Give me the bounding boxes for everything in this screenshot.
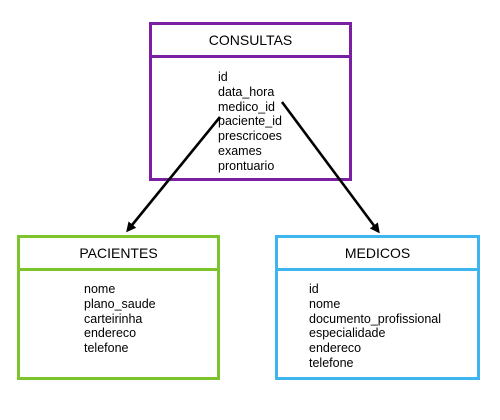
field-item: nome — [309, 296, 341, 311]
field-item: plano_saude — [84, 296, 156, 311]
field-item: exames — [218, 143, 262, 158]
field-item: prescricoes — [218, 129, 282, 144]
field-list-pacientes: nome plano_saude carteirinha endereco te… — [84, 282, 156, 356]
field-item: documento_profissional — [309, 311, 442, 326]
field-item: prontuario — [218, 158, 275, 173]
entity-title-consultas: CONSULTAS — [152, 25, 349, 58]
field-item: id — [309, 282, 319, 296]
field-list-medicos: id nome documento_profissional especiali… — [309, 282, 441, 371]
field-item: id — [218, 70, 228, 84]
field-item: telefone — [84, 341, 129, 356]
entity-title-medicos: MEDICOS — [278, 238, 477, 271]
field-item: data_hora — [218, 84, 275, 99]
field-item: especialidade — [309, 326, 386, 341]
entity-consultas: CONSULTAS id data_hora medico_id pacient… — [149, 22, 352, 181]
field-item: endereco — [84, 326, 137, 341]
entity-pacientes: PACIENTES nome plano_saude carteirinha e… — [17, 235, 220, 380]
field-item: paciente_id — [218, 114, 282, 129]
field-item: carteirinha — [84, 311, 143, 326]
field-list-consultas: id data_hora medico_id paciente_id presc… — [218, 70, 282, 174]
entity-medicos: MEDICOS id nome documento_profissional e… — [275, 235, 480, 380]
entity-title-pacientes: PACIENTES — [20, 238, 217, 271]
field-item: medico_id — [218, 99, 275, 114]
field-item: telefone — [309, 355, 354, 370]
field-item: nome — [84, 282, 116, 296]
field-item: endereco — [309, 341, 362, 356]
